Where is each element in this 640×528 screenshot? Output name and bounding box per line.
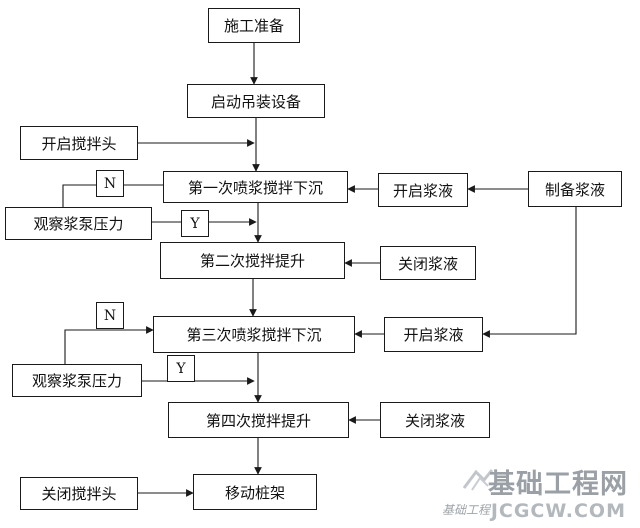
node-open-slurry-1: 开启浆液 <box>378 173 468 207</box>
arrow-make-slurry-down <box>482 207 577 338</box>
watermark: 基础工程网 基础工程 JCGCW.COM <box>430 460 630 522</box>
node-observe-1: 观察浆泵压力 <box>5 207 152 240</box>
node-open-head: 开启搅拌头 <box>20 126 138 160</box>
node-third-spray: 第三次喷浆搅拌下沉 <box>153 316 355 353</box>
node-first-spray: 第一次喷浆搅拌下沉 <box>163 171 348 203</box>
arrow-n-loop-1 <box>62 181 176 207</box>
watermark-logo-icon <box>462 469 494 491</box>
n-tag-1: N <box>96 170 124 197</box>
node-move-frame: 移动桩架 <box>193 474 317 510</box>
node-make-slurry: 制备浆液 <box>528 171 622 207</box>
node-fourth-lift: 第四次搅拌提升 <box>168 402 349 438</box>
node-observe-2: 观察浆泵压力 <box>12 364 142 397</box>
y-tag-1: Y <box>181 210 209 237</box>
arrow-n-loop-2 <box>64 326 154 364</box>
watermark-en: JCGCW.COM <box>490 500 626 522</box>
node-close-slurry-2: 关闭浆液 <box>380 402 490 438</box>
node-prep: 施工准备 <box>208 8 300 43</box>
node-start-lift: 启动吊装设备 <box>187 84 325 118</box>
watermark-script: 基础工程 <box>442 503 491 517</box>
node-close-slurry-1: 关闭浆液 <box>380 246 476 280</box>
node-close-head: 关闭搅拌头 <box>20 477 138 510</box>
node-second-lift: 第二次搅拌提升 <box>160 242 345 279</box>
y-tag-2: Y <box>167 355 195 382</box>
n-tag-2: N <box>96 302 124 329</box>
node-open-slurry-2: 开启浆液 <box>384 317 483 352</box>
watermark-cn: 基础工程网 <box>488 469 628 500</box>
